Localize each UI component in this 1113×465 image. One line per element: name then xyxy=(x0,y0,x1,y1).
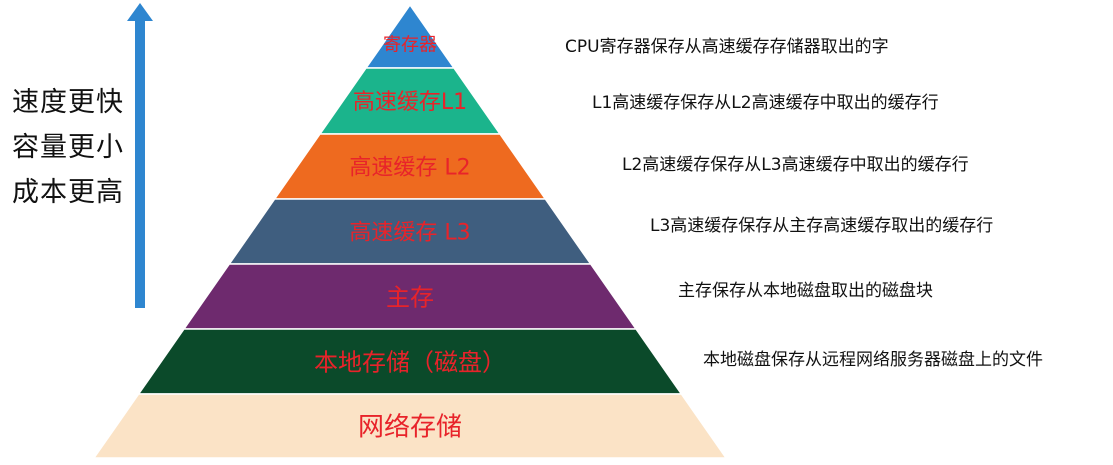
tier-registers: 寄存器 xyxy=(364,3,456,69)
desc-l2: L2高速缓存保存从L3高速缓存中取出的缓存行 xyxy=(622,155,969,175)
tier-l1-cache: 高速缓存L1 xyxy=(318,67,502,135)
side-label-capacity: 容量更小 xyxy=(12,132,124,163)
tier-l2-cache: 高速缓存 L2 xyxy=(273,133,547,200)
desc-registers: CPU寄存器保存从高速缓存存储器取出的字 xyxy=(565,37,889,57)
desc-l3: L3高速缓存保存从主存高速缓存取出的缓存行 xyxy=(650,216,994,236)
tier-network-storage: 网络存储 xyxy=(92,393,728,459)
tier-l2-cache-label: 高速缓存 L2 xyxy=(349,156,470,181)
side-label-cost: 成本更高 xyxy=(12,177,124,208)
tier-network-storage-band xyxy=(92,393,728,459)
tier-local-disk: 本地存储（磁盘） xyxy=(137,328,683,395)
desc-main-memory: 主存保存从本地磁盘取出的磁盘块 xyxy=(678,281,933,301)
tier-main-memory: 主存 xyxy=(182,263,638,330)
desc-l1: L1高速缓存保存从L2高速缓存中取出的缓存行 xyxy=(592,93,939,113)
desc-local-disk: 本地磁盘保存从远程网络服务器磁盘上的文件 xyxy=(703,350,1043,370)
tier-main-memory-label: 主存 xyxy=(386,284,434,312)
tier-l3-cache: 高速缓存 L3 xyxy=(227,198,593,265)
arrow-shaft xyxy=(135,18,145,308)
upward-arrow-icon xyxy=(127,3,153,308)
arrow-head xyxy=(127,3,153,21)
tier-registers-label: 寄存器 xyxy=(383,35,437,56)
tier-l3-cache-label: 高速缓存 L3 xyxy=(349,221,470,246)
side-label-speed: 速度更快 xyxy=(12,87,124,118)
tier-l1-cache-label: 高速缓存L1 xyxy=(353,90,467,115)
tier-local-disk-label: 本地存储（磁盘） xyxy=(314,349,506,377)
tier-network-storage-label: 网络存储 xyxy=(358,413,462,443)
